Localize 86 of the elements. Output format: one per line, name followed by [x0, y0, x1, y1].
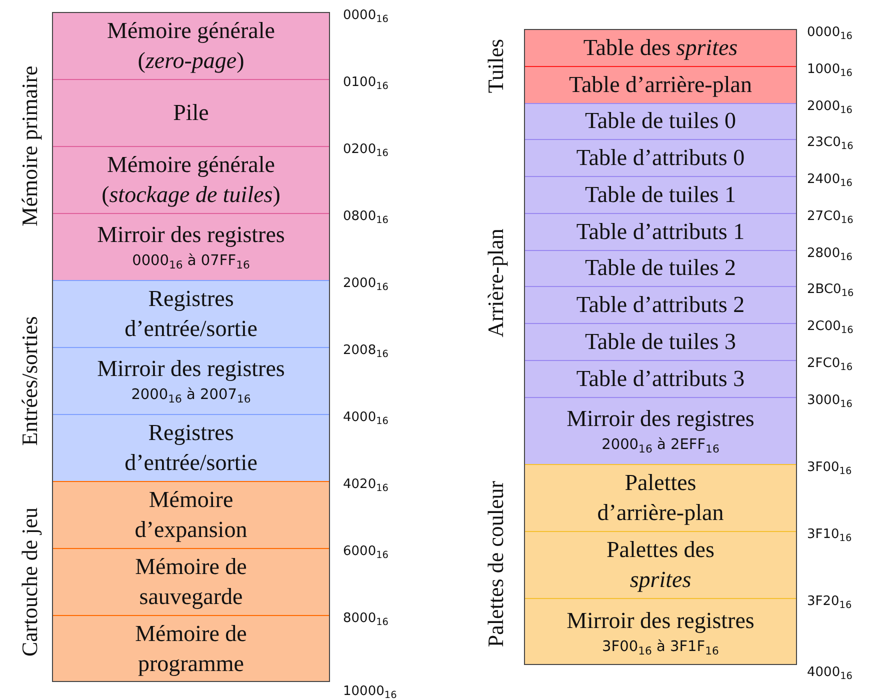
memory-region: [524, 250, 797, 286]
address-label: 3F10$_{16}$: [807, 526, 852, 542]
address-label: 0200$_{16}$: [343, 142, 389, 157]
region-name: Mirroir des registres: [97, 221, 285, 250]
region-name: Table d’arrière-plan: [569, 70, 752, 99]
address-label: 2C00$_{16}$: [807, 319, 854, 334]
region-note: (stockage de tuiles): [102, 181, 280, 209]
address-label: 4020$_{16}$: [343, 477, 389, 492]
address-label: 2FC0$_{16}$: [807, 356, 853, 371]
region-name: Pile: [173, 99, 209, 128]
memory-region: [524, 286, 797, 323]
region-name: Table de tuiles 1: [584, 180, 736, 209]
memory-region: [524, 530, 797, 598]
region-note: (zero-page): [138, 47, 244, 75]
memory-region: [52, 347, 330, 414]
address-label: 3F20$_{16}$: [807, 594, 852, 610]
address-range: 3F00$_{16}$ à 3F1F$_{16}$: [602, 638, 719, 659]
address-label: 27C0$_{16}$: [807, 208, 854, 224]
memory-region: [524, 29, 797, 66]
region-name: Table d’attributs 1: [576, 218, 745, 246]
address-label: 2000$_{16}$: [343, 276, 389, 291]
region-name: Mirroir des registres: [566, 404, 754, 433]
region-name: Palettes d’arrière-plan: [596, 468, 725, 527]
address-label: 6000$_{16}$: [343, 544, 389, 559]
address-label: 1000$_{16}$: [807, 62, 853, 77]
memory-region: [52, 548, 330, 615]
address-range: 2000$_{16}$ à 2007$_{16}$: [131, 386, 251, 408]
section-label: Entrées/sorties: [17, 316, 43, 446]
address-label: 3F00$_{16}$: [807, 460, 852, 474]
memory-region: [52, 146, 330, 213]
address-label: 4000$_{16}$: [807, 665, 853, 680]
memory-region: [52, 414, 330, 481]
region-name: Registres d’entrée/sortie: [124, 419, 258, 477]
memory-region: [524, 102, 797, 140]
address-range: 0000$_{16}$ à 07FF$_{16}$: [132, 252, 250, 274]
memory-region: [52, 615, 330, 682]
region-name: Palettes des sprites: [606, 536, 716, 594]
address-label: 10000$_{16}$: [343, 684, 397, 699]
region-name: Mémoire générale: [107, 151, 275, 180]
region-name: Mémoire générale: [107, 17, 275, 46]
address-label: 0000$_{16}$: [343, 8, 389, 23]
region-name: Table d’attributs 3: [576, 364, 745, 393]
section-label: Arrière-plan: [483, 228, 509, 338]
address-label: 2000$_{16}$: [807, 98, 853, 114]
memory-region: [52, 481, 330, 548]
address-label: 0100$_{16}$: [343, 75, 389, 90]
memory-region: [524, 598, 797, 666]
address-label: 2800$_{16}$: [807, 246, 853, 260]
address-label: 8000$_{16}$: [343, 611, 389, 626]
memory-region: [524, 464, 797, 531]
region-name: Table des sprites: [583, 34, 738, 62]
region-name: Table d’attributs 0: [576, 144, 745, 172]
region-name: Mémoire d’expansion: [134, 486, 248, 544]
address-label: 3000$_{16}$: [807, 392, 853, 408]
region-name: Mémoire de sauvegarde: [134, 553, 248, 611]
region-name: Mirroir des registres: [97, 355, 285, 384]
memory-region: [524, 212, 797, 250]
region-name: Table de tuiles 3: [584, 328, 736, 356]
address-label: 0800$_{16}$: [343, 209, 389, 224]
address-range: 2000$_{16}$ à 2EFF$_{16}$: [602, 436, 720, 458]
region-name: Mémoire de programme: [134, 620, 248, 678]
memory-region: [524, 360, 797, 396]
memory-region: [524, 66, 797, 102]
region-name: Table d’attributs 2: [576, 291, 745, 320]
region-name: Table de tuiles 2: [584, 254, 736, 282]
section-label: Palettes de couleur: [483, 481, 509, 648]
memory-region: [52, 280, 330, 347]
memory-region: [52, 79, 330, 146]
memory-region: [52, 213, 330, 280]
section-label: Tuiles: [483, 38, 509, 93]
address-label: 23C0$_{16}$: [807, 135, 854, 150]
memory-region: [52, 12, 330, 79]
address-label: 2BC0$_{16}$: [807, 282, 854, 298]
address-label: 2400$_{16}$: [807, 172, 853, 187]
address-label: 0000$_{16}$: [807, 25, 853, 40]
memory-region: [524, 323, 797, 360]
region-name: Mirroir des registres: [566, 606, 754, 635]
memory-region: [524, 396, 797, 464]
section-label: Cartouche de jeu: [17, 507, 43, 657]
address-label: 2008$_{16}$: [343, 343, 389, 358]
region-name: Registres d’entrée/sortie: [124, 285, 258, 343]
memory-region: [524, 139, 797, 176]
address-label: 4000$_{16}$: [343, 410, 389, 425]
region-name: Table de tuiles 0: [584, 107, 736, 136]
memory-region: [524, 176, 797, 213]
section-label: Mémoire primaire: [17, 66, 43, 226]
